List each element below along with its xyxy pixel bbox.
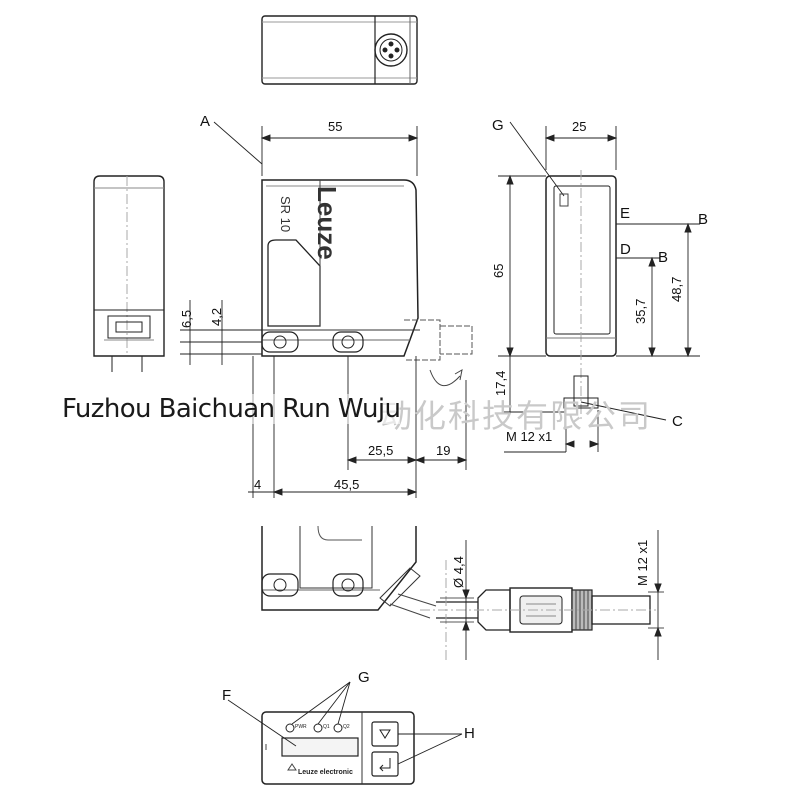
dim-4-2: 4,2: [209, 307, 224, 326]
right-dim-lines: [498, 121, 700, 453]
dim-19: 19: [436, 443, 451, 458]
bottom-view: [261, 525, 437, 619]
dim-diameter-4-4: Ø 4,4: [451, 556, 466, 588]
dim-25-5: 25,5: [368, 443, 394, 458]
watermark-chinese: 动化科技有限公司: [380, 397, 653, 435]
dim-65: 65: [491, 263, 506, 278]
dim-55-lines: [213, 121, 419, 176]
led-pwr-label: PWR: [295, 724, 307, 730]
front-view: [261, 179, 473, 386]
sensor-model-text: SR 10: [278, 196, 293, 233]
dim-55: 55: [328, 119, 343, 134]
led-q1-label: Q1: [323, 724, 330, 730]
dim-45-5: 45,5: [334, 477, 360, 492]
control-panel: [261, 711, 415, 785]
label-g-panel: G: [358, 669, 370, 686]
right-end-view: [545, 170, 667, 421]
label-b-lower: B: [658, 249, 669, 266]
led-q2-label: Q2: [343, 724, 350, 730]
left-side-view: [93, 175, 165, 372]
dim-4: 4: [254, 477, 262, 492]
label-a: A: [200, 113, 211, 130]
label-b-upper: B: [698, 211, 709, 228]
label-h: H: [464, 725, 475, 742]
label-f: F: [222, 687, 232, 704]
dim-6-5: 6,5: [179, 309, 194, 328]
dim-m12-top: M 12 x1: [506, 429, 553, 444]
dim-m12-side: M 12 x1: [635, 539, 650, 586]
dim-35-7: 35,7: [633, 298, 648, 324]
panel-leaders: [227, 681, 463, 765]
watermark-english: Fuzhou Baichuan Run Wuju: [62, 394, 401, 424]
sensor-brand-text: Leuze: [312, 186, 342, 260]
panel-brand-text: Leuze electronic: [298, 769, 353, 776]
dim-6-5-4-2-lines: [180, 300, 262, 365]
label-e: E: [620, 205, 631, 222]
label-c: C: [672, 413, 683, 430]
dim-48-7: 48,7: [669, 276, 684, 302]
dim-25: 25: [572, 119, 587, 134]
cable-connector: [420, 530, 664, 660]
bottom-dim-lines: [248, 356, 468, 498]
label-d: D: [620, 241, 631, 258]
label-g-top: G: [492, 117, 504, 134]
top-view: [261, 15, 418, 85]
